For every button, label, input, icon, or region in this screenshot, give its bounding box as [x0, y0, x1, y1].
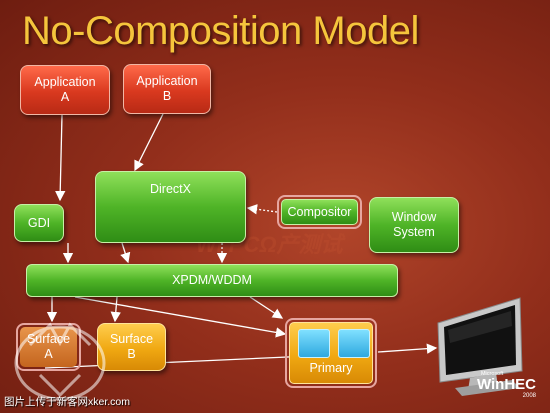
- surface-a-label: Surface A: [20, 327, 77, 367]
- winhec-logo: Microsoft WinHEC 2008: [477, 371, 536, 399]
- watermark-stamp-icon: [14, 322, 106, 401]
- window-system-box: Window System: [369, 197, 459, 253]
- primary-box: Primary: [285, 318, 377, 388]
- gdi-box: GDI: [14, 204, 64, 242]
- winhec-year: 2008: [522, 393, 536, 399]
- surface-b-box: Surface B: [97, 323, 166, 371]
- watermark-text: 图片上传于新客网xker.com: [4, 396, 131, 408]
- arrow-xpdm-to-surface-b: [110, 296, 121, 323]
- arrow-appb-to-directx: [134, 113, 164, 172]
- arrow-primary-to-monitor: [377, 343, 438, 354]
- arrow-xpdm-to-primary-long: [74, 296, 287, 338]
- winhec-name: WinHEC: [476, 376, 536, 393]
- compositor-box: Compositor: [277, 195, 362, 229]
- surface-a-box: Surface A: [16, 323, 81, 371]
- winhec-microsoft: Microsoft: [480, 371, 504, 377]
- application-a-box: Application A: [20, 65, 110, 115]
- arrow-surface-a-to-primary: [44, 350, 334, 369]
- arrow-appa-to-gdi: [55, 114, 66, 202]
- primary-screen-left-icon: [298, 329, 330, 358]
- primary-screen-right-icon: [338, 329, 370, 358]
- primary-inner: Primary: [289, 322, 373, 384]
- xpdm-wddm-bar: XPDM/WDDM: [26, 264, 398, 297]
- arrow-directx-to-xpdm: [120, 242, 131, 264]
- directx-box: DirectX: [95, 171, 246, 243]
- compositor-label: Compositor: [281, 199, 358, 225]
- application-b-box: Application B: [123, 64, 211, 114]
- arrow-compositor-to-directx: [246, 204, 278, 215]
- primary-label: Primary: [309, 361, 353, 375]
- arrow-xpdm-to-primary-short: [249, 296, 284, 319]
- slide-title: No-Composition Model: [22, 9, 419, 53]
- monitor-icon: [437, 297, 523, 396]
